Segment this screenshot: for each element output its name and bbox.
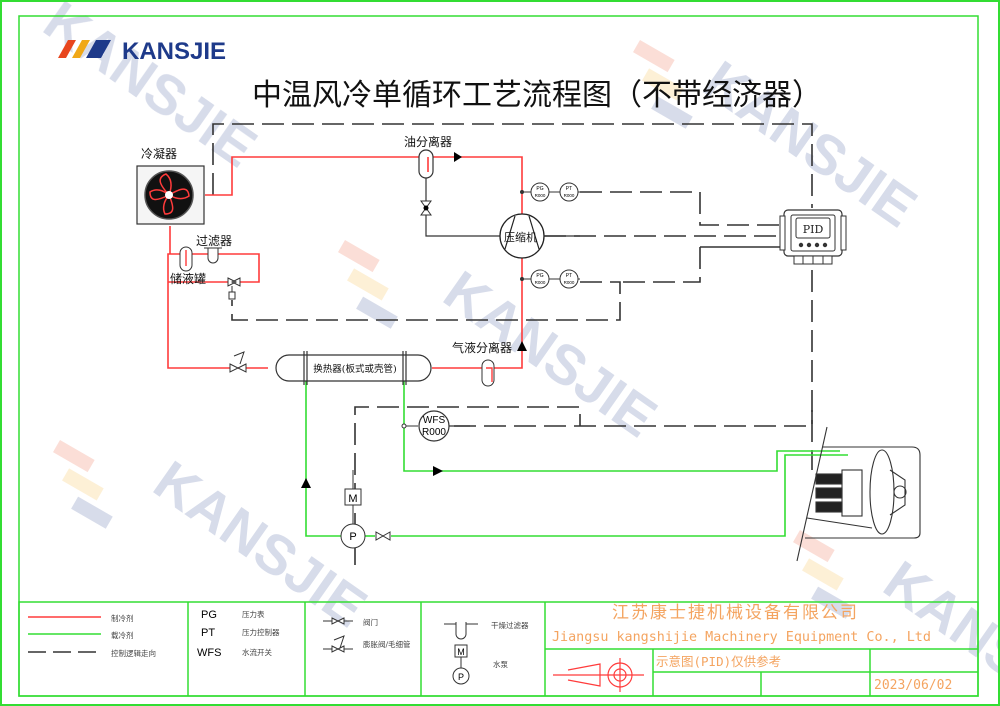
gauge-pt-discharge: PT R000: [559, 182, 579, 202]
pid-controller: PID: [779, 209, 847, 265]
oil-separator-vessel: [418, 149, 434, 179]
compressor: 压缩机: [499, 213, 580, 259]
heat-exchanger-label: 换热器(板式或壳管): [313, 363, 396, 375]
svg-text:R000: R000: [535, 280, 546, 285]
gas-liquid-separator-label: 气液分离器: [452, 340, 512, 355]
brand-name: KANSJIE: [122, 38, 226, 65]
valve-icon: [331, 617, 345, 625]
load-unit: [796, 426, 921, 562]
wfs-tag: WFS: [423, 415, 446, 426]
page-title: 中温风冷单循环工艺流程图（不带经济器）: [252, 78, 822, 113]
oil-separator: 油分离器: [404, 134, 500, 237]
valve-icon: [375, 531, 391, 541]
svg-text:水泵: 水泵: [493, 659, 508, 669]
projection-symbol-icon: [553, 658, 644, 692]
heat-exchanger: 换热器(板式或壳管): [275, 351, 432, 385]
legend-equipment: 干燥过滤器 M P 水泵: [444, 620, 529, 685]
logo-stripe: [58, 40, 76, 58]
svg-text:压力控制器: 压力控制器: [242, 627, 280, 637]
coolant-lines: [305, 380, 848, 537]
brand-logo: KANSJIE: [58, 38, 226, 65]
fan-hub: [165, 191, 173, 199]
legend-refrigerant: 制冷剂: [111, 613, 134, 623]
company-name-en: Jiangsu kangshijie Machinery Equipment C…: [552, 630, 931, 645]
logo-stripe: [72, 40, 90, 58]
wfs-value: R000: [422, 427, 446, 438]
logo-stripe: [86, 40, 111, 58]
gauges: PG R000 PT R000 PG R000 PT R000: [520, 182, 580, 289]
drawing-date: 2023/06/02: [874, 678, 952, 693]
legend-line-types: 制冷剂 载冷剂 控制逻辑走向: [28, 613, 156, 658]
pid-label: PID: [803, 223, 824, 236]
svg-text:膨胀阀/毛细管: 膨胀阀/毛细管: [363, 639, 411, 649]
svg-text:R000: R000: [564, 280, 575, 285]
svg-text:PG: PG: [536, 186, 543, 192]
svg-text:R000: R000: [535, 193, 546, 198]
svg-text:PG: PG: [201, 609, 217, 621]
svg-text:PG: PG: [536, 273, 543, 279]
svg-text:PT: PT: [201, 627, 215, 639]
svg-text:WFS: WFS: [197, 647, 221, 659]
gauge-pg-discharge: PG R000: [530, 182, 550, 202]
svg-text:PT: PT: [566, 273, 572, 279]
gauge-pg-suction: PG R000: [530, 269, 550, 289]
receiver-label: 储液罐: [170, 271, 206, 286]
legend-control: 控制逻辑走向: [111, 648, 156, 658]
title-block: 江苏康士捷机械设备有限公司 Jiangsu kangshijie Machine…: [552, 603, 952, 693]
liquid-receiver: 储液罐: [170, 246, 206, 286]
legend-block: [18, 601, 979, 697]
flow-arrow: [433, 466, 443, 476]
gauge-pt-suction: PT R000: [559, 269, 579, 289]
expansion-valve: [229, 351, 247, 373]
drawing-note: 示意图(PID)仅供参考: [656, 654, 781, 669]
filter-label: 过滤器: [196, 234, 232, 248]
condenser: 冷凝器: [136, 146, 205, 225]
dryer-filter: 过滤器: [196, 234, 232, 264]
svg-text:压力表: 压力表: [242, 609, 265, 619]
flow-arrow: [454, 152, 462, 162]
svg-text:干燥过滤器: 干燥过滤器: [491, 620, 529, 630]
compressor-label: 压缩机: [504, 230, 537, 244]
fan-blades: [149, 173, 190, 215]
flow-arrow: [301, 478, 311, 488]
legend-valves: 阀门 膨胀阀/毛细管: [323, 617, 411, 653]
pump-label: P: [349, 531, 356, 543]
company-name-cn: 江苏康士捷机械设备有限公司: [612, 603, 859, 623]
svg-text:阀门: 阀门: [363, 618, 378, 627]
oil-separator-label: 油分离器: [404, 134, 452, 149]
flow-switch: WFS R000: [401, 410, 470, 442]
svg-text:R000: R000: [564, 193, 575, 198]
solenoid-valve: [227, 277, 241, 300]
water-pump: M P: [340, 470, 391, 549]
flow-arrow: [517, 341, 527, 351]
svg-text:M: M: [457, 647, 465, 657]
svg-text:P: P: [458, 672, 464, 682]
dryer-filter-icon: [455, 622, 467, 640]
legend-coolant: 载冷剂: [111, 630, 134, 640]
svg-text:PT: PT: [566, 186, 572, 192]
expansion-valve-icon: [331, 645, 345, 653]
condenser-label: 冷凝器: [141, 146, 177, 161]
legend-abbreviations: PG 压力表 PT 压力控制器 WFS 水流开关: [197, 609, 280, 659]
gas-liquid-separator: 气液分离器: [452, 340, 512, 387]
svg-text:水流开关: 水流开关: [242, 647, 272, 657]
pump-motor-label: M: [348, 493, 357, 505]
